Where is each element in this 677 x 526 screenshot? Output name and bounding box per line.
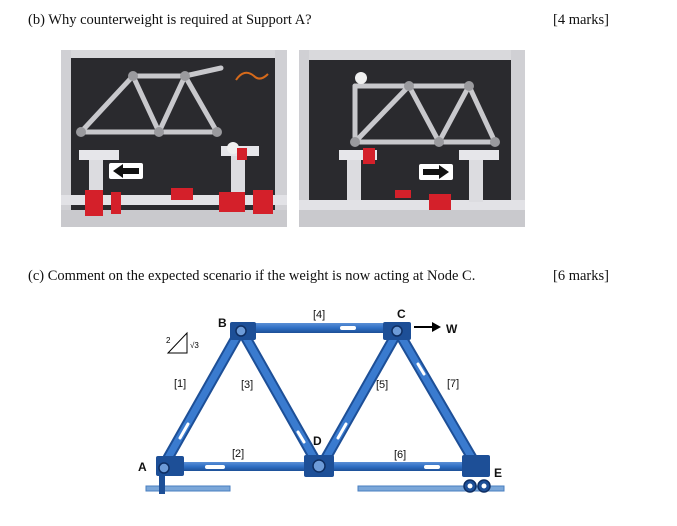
joint-d: [304, 455, 334, 477]
load-label-w: W: [446, 322, 458, 336]
slope-triangle: 2 √3: [166, 331, 199, 354]
truss-photo-right: [299, 50, 525, 227]
question-c-text: (c) Comment on the expected scenario if …: [28, 268, 476, 284]
member-4: [255, 323, 383, 333]
member-6: [334, 462, 464, 471]
node-label-d: D: [313, 434, 322, 448]
node-label-b: B: [218, 316, 227, 330]
question-c-marks: [6 marks]: [553, 268, 609, 284]
member-label-1: [1]: [174, 378, 186, 390]
joint-e: [462, 455, 491, 493]
member-label-3: [3]: [241, 379, 253, 391]
node-label-c: C: [397, 307, 406, 321]
load-arrow-w: [414, 322, 441, 332]
member-label-7: [7]: [447, 378, 459, 390]
question-b-text: (b) Why counterweight is required at Sup…: [28, 12, 312, 28]
node-label-a: A: [138, 460, 147, 474]
joint-c: [383, 322, 411, 340]
svg-text:2: 2: [166, 336, 171, 345]
member-label-6: [6]: [394, 449, 406, 461]
member-label-2: [2]: [232, 448, 244, 460]
joint-b: [230, 322, 256, 340]
node-label-e: E: [494, 466, 502, 480]
joint-a: [156, 456, 184, 494]
member-2: [184, 462, 306, 471]
support-plate-a: [145, 485, 231, 492]
member-label-5: [5]: [376, 379, 388, 391]
truss-photo-left: [61, 50, 287, 227]
question-b-marks: [4 marks]: [553, 12, 609, 28]
member-label-4: [4]: [313, 309, 325, 321]
svg-text:√3: √3: [190, 341, 199, 350]
support-plate-e: [357, 485, 505, 492]
